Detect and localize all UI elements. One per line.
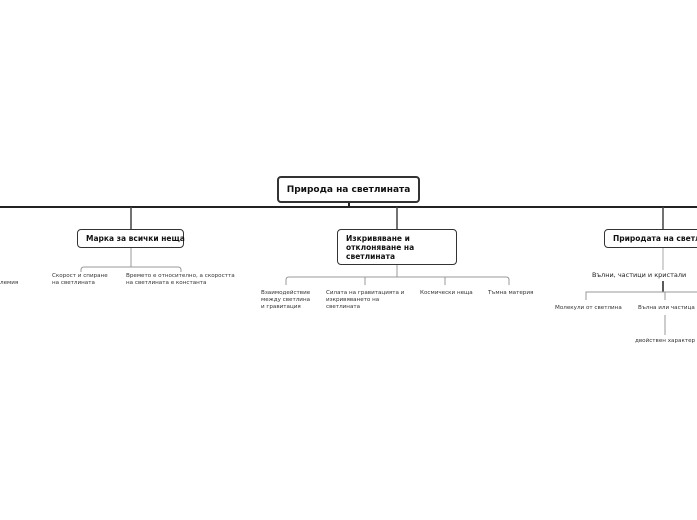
branch-node-brand[interactable]: Марка за всички неща [77,229,185,248]
cut-leaf-text: лемия [0,280,19,286]
leaf-dark-matter[interactable]: Тъмна материя [488,290,534,296]
branch-node-bending[interactable]: Изкривяване и отклоняване на светлината [337,229,457,265]
branch-node-nature[interactable]: Природата на светлината [604,229,697,248]
leaf-dual-nature[interactable]: двойствен характер [635,338,696,344]
node-waves-particles[interactable]: Вълни, частици и кристали [590,271,689,279]
leaf-gravity-force[interactable]: Силата на гравитацията и изкривяването н… [326,290,405,310]
leaf-light-molecules[interactable]: Молекули от светлина [555,305,622,311]
root-node[interactable]: Природа на светлината [277,176,420,203]
leaf-cosmic-things[interactable]: Космически неща [420,290,473,296]
leaf-speed-stopping[interactable]: Скорост и спиране на светлината [52,273,108,286]
leaf-time-relative[interactable]: Времето е относително, а скоростта на св… [126,273,235,286]
node-wave-or-particle[interactable]: Вълна или частица [638,305,695,311]
leaf-light-gravity[interactable]: Взаимодействие между светлина и гравитац… [261,290,311,310]
